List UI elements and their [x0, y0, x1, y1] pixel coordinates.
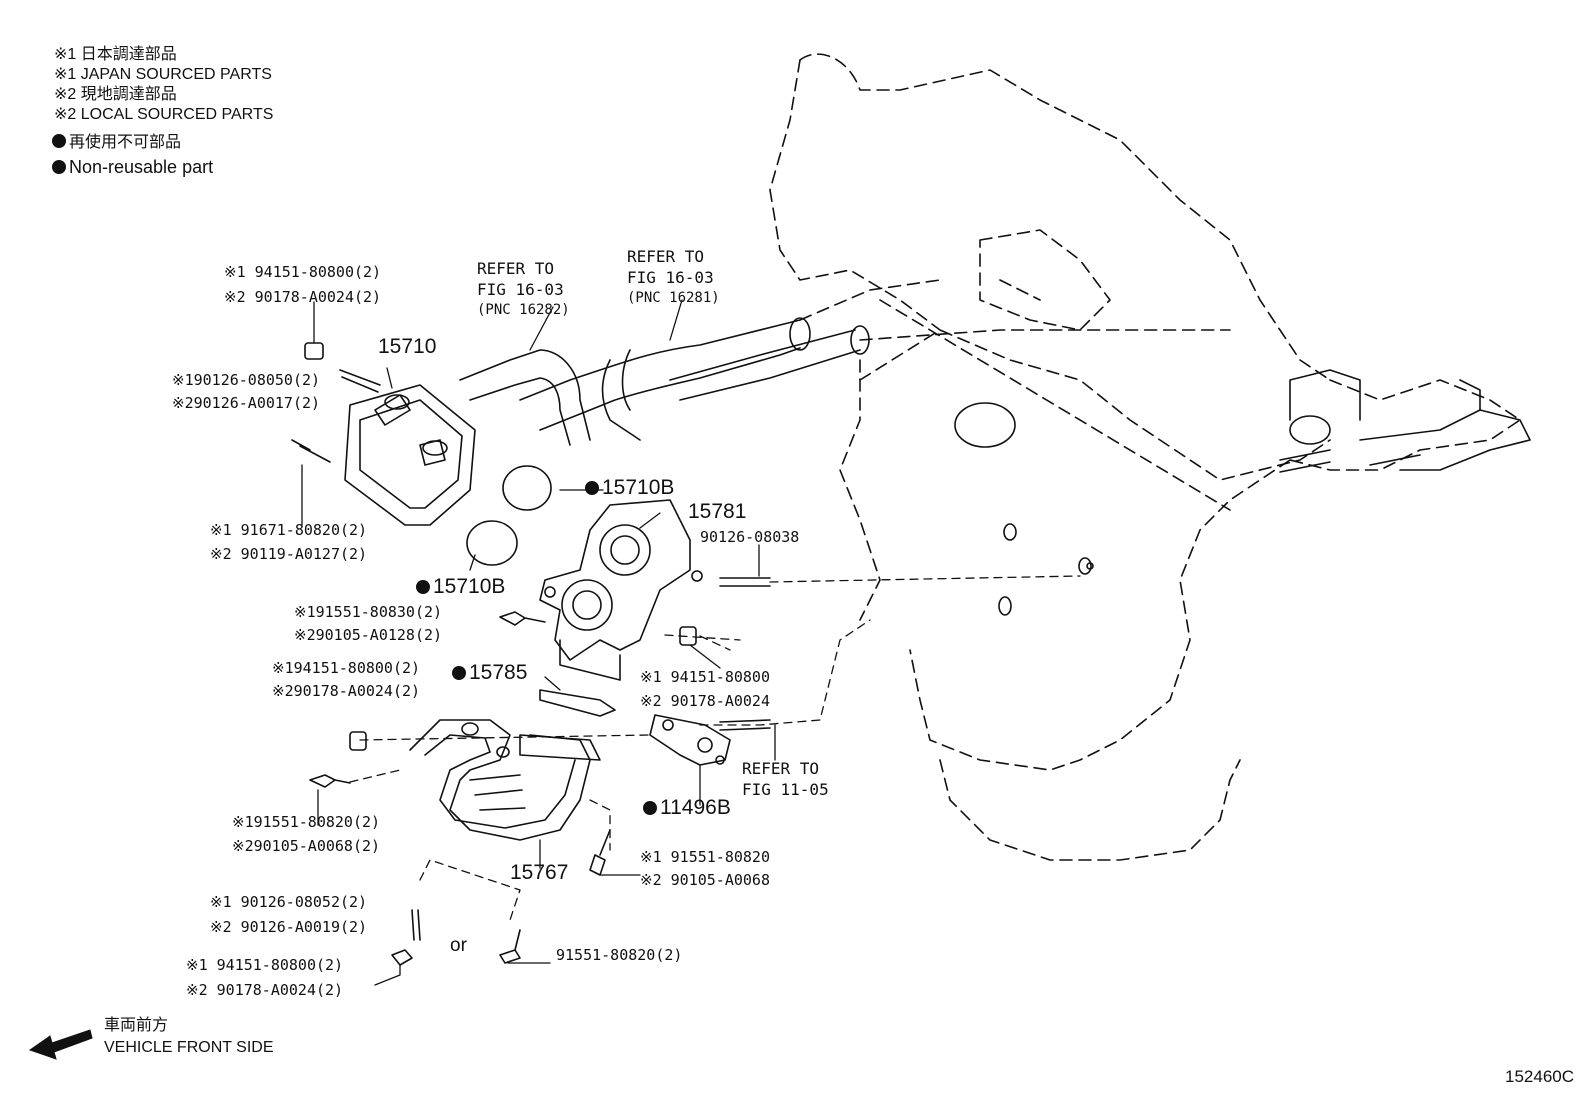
gasket-11496B [649, 714, 731, 766]
part-11496B: 11496B [643, 797, 731, 818]
legend-japan-jp: ※1 日本調達部品 [54, 46, 177, 63]
refer-note-fig-11-05: REFER TO FIG 11-05 [742, 758, 829, 800]
part-15710: 15710 [378, 335, 437, 358]
callout-bolt-12: 91551-80820(2) [556, 946, 683, 964]
callout-bolt-4a: ※191551-80830(2) [294, 603, 443, 621]
engine-hole [1003, 523, 1017, 541]
callout-stud-10b: ※2 90126-A0019(2) [210, 918, 368, 936]
figure-id: 152460C [1505, 1067, 1575, 1086]
o-ring-15710B [502, 465, 552, 511]
refer-line: REFER TO [627, 247, 705, 266]
callout-stud-2b: ※290126-A0017(2) [172, 394, 321, 412]
o-ring-15710B [466, 520, 518, 566]
refer-line: FIG 11-05 [742, 780, 829, 799]
callout-nut-11a: ※1 94151-80800(2) [186, 956, 344, 974]
or-label: or [450, 935, 467, 956]
engine-hole [998, 596, 1012, 616]
callout-nut-6a: ※1 94151-80800 [640, 668, 770, 686]
refer-note-16282: REFER TO FIG 16-03 (PNC 16282) [477, 258, 570, 321]
callout-nut-5b: ※290178-A0024(2) [272, 682, 421, 700]
callout-bolt-8a: ※191551-80820(2) [232, 813, 381, 831]
callout-bolt-3a: ※1 91671-80820(2) [210, 521, 368, 539]
leader-lines [301, 299, 776, 986]
part-15767: 15767 [510, 861, 569, 884]
callout-bolt-8b: ※290105-A0068(2) [232, 837, 381, 855]
refer-note-16281: REFER TO FIG 16-03 (PNC 16281) [627, 246, 720, 309]
assembly-lines [349, 575, 1081, 921]
callout-bolt-9b: ※2 90105-A0068 [640, 871, 770, 889]
part-15785: 15785 [452, 662, 527, 683]
front-side-label-jp: 車両前方 [104, 1017, 169, 1034]
refer-line: (PNC 16282) [477, 302, 570, 318]
part-15710B-lower: 15710B [416, 576, 505, 597]
callout-nut-11b: ※2 90178-A0024(2) [186, 981, 344, 999]
callout-stud-2a: ※190126-08050(2) [172, 371, 321, 389]
refer-line: REFER TO [742, 759, 820, 778]
front-arrow-icon [28, 1029, 93, 1060]
callout-bolt-1a: ※1 94151-80800(2) [224, 263, 382, 281]
coolant-hoses [459, 279, 1231, 446]
engine-hole [1078, 557, 1092, 575]
oil-cooler-15710 [344, 384, 476, 526]
callout-bolt-9a: ※1 91551-80820 [640, 848, 770, 866]
engine-block-outline [769, 53, 1521, 861]
callout-nut-6b: ※2 90178-A0024 [640, 692, 770, 710]
gasket-15785 [539, 689, 616, 717]
legend-nonreusable-en: Non-reusable part [52, 158, 213, 176]
refer-line: FIG 16-03 [627, 268, 714, 287]
part-15781: 15781 [688, 500, 747, 523]
part-15710B-upper: 15710B [585, 477, 674, 498]
refer-line: REFER TO [477, 259, 555, 278]
callout-bolt-1b: ※2 90178-A0024(2) [224, 288, 382, 306]
callout-stud-10a: ※1 90126-08052(2) [210, 893, 368, 911]
legend-local-jp: ※2 現地調達部品 [54, 86, 177, 103]
callout-bolt-4b: ※290105-A0128(2) [294, 626, 443, 644]
legend-japan-en: ※1 JAPAN SOURCED PARTS [54, 66, 272, 83]
cooler-housing-15781 [539, 499, 703, 681]
callout-stud-7: 90126-08038 [700, 528, 800, 546]
legend-local-en: ※2 LOCAL SOURCED PARTS [54, 106, 274, 123]
front-side-label-en: VEHICLE FRONT SIDE [104, 1039, 274, 1056]
refer-line: (PNC 16281) [627, 290, 720, 306]
legend-nonreusable-jp: 再使用不可部品 [52, 134, 181, 151]
right-coolant-pipes [1279, 369, 1531, 473]
callout-nut-5a: ※194151-80800(2) [272, 659, 421, 677]
refer-line: FIG 16-03 [477, 280, 564, 299]
callout-bolt-3b: ※2 90119-A0127(2) [210, 545, 368, 563]
